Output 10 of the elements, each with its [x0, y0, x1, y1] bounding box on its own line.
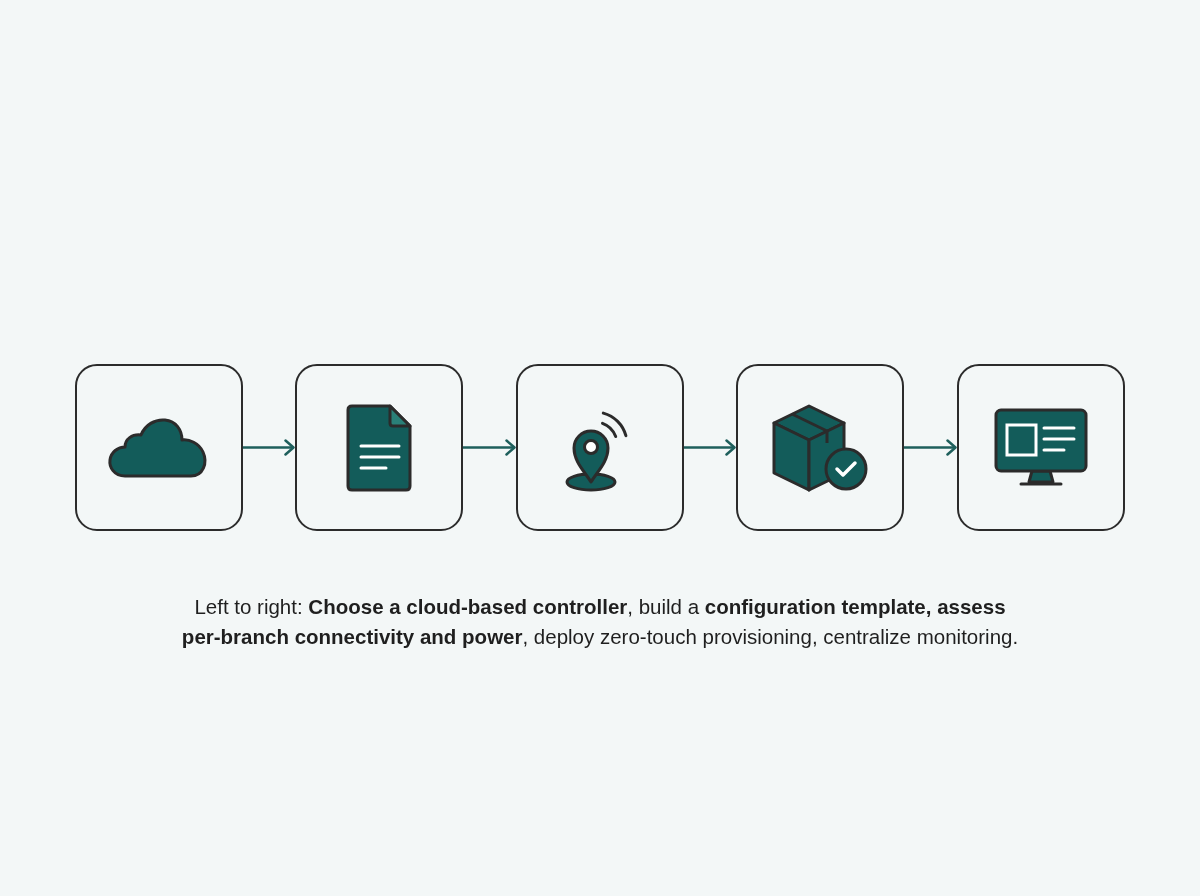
- arrow: [463, 439, 516, 456]
- step-box: [295, 364, 463, 531]
- arrow: [684, 439, 736, 456]
- caption: Left to right: Choose a cloud-based controller, build a configuration template, assess per-branch connectivity and power, deploy zero-touch provisioning, centralize monitoring.: [180, 594, 1020, 650]
- arrow: [904, 439, 957, 456]
- step-box: [957, 364, 1125, 531]
- step-box: [736, 364, 904, 531]
- step-box: [75, 364, 243, 531]
- arrow: [243, 439, 295, 456]
- step-box: [516, 364, 684, 531]
